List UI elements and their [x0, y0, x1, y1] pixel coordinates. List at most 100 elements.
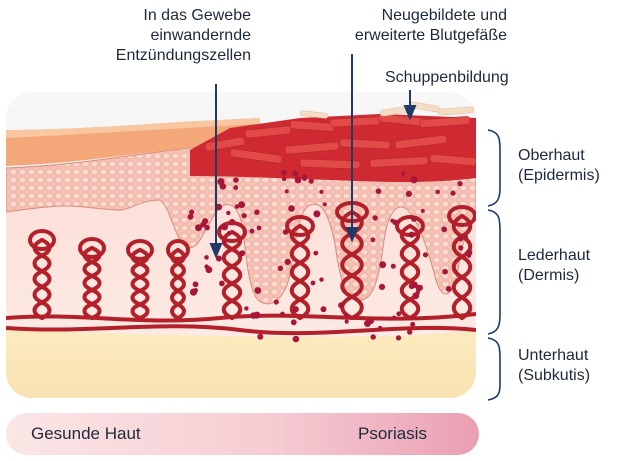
- inflammatory-cell: [188, 214, 194, 220]
- inflammatory-cell: [379, 261, 386, 268]
- label-dermis-line1: Lederhaut: [518, 246, 590, 266]
- label-immune-cells-line1: In das Gewebe: [116, 6, 251, 26]
- label-epidermis-line1: Oberhaut: [518, 146, 600, 166]
- transition-bar: Gesunde Haut Psoriasis: [6, 413, 479, 455]
- inflammatory-cell: [371, 334, 376, 339]
- inflammatory-cell: [281, 170, 287, 176]
- inflammatory-cell: [345, 320, 349, 324]
- inflammatory-cell: [401, 172, 405, 176]
- inflammatory-cell: [244, 306, 248, 310]
- inflammatory-cell: [292, 171, 298, 177]
- inflammatory-cell: [323, 202, 327, 206]
- inflammatory-cell: [368, 318, 374, 324]
- inflammatory-cell: [442, 269, 448, 275]
- inflammatory-cell: [204, 255, 209, 260]
- inflammatory-cell: [435, 190, 440, 195]
- inflammatory-cell: [373, 215, 378, 220]
- label-dermis-line2: (Dermis): [518, 266, 590, 286]
- inflammatory-cell: [321, 306, 327, 312]
- inflammatory-cell: [219, 281, 225, 287]
- inflammatory-cell: [254, 287, 261, 294]
- inflammatory-cell: [282, 177, 287, 182]
- inflammatory-cell: [410, 176, 417, 183]
- label-immune-cells-line2: einwandernde: [116, 26, 251, 46]
- inflammatory-cell: [189, 210, 194, 215]
- inflammatory-cell: [441, 226, 447, 232]
- inflammatory-cell: [193, 281, 199, 287]
- inflammatory-cell: [410, 322, 415, 327]
- inflammatory-cell: [278, 266, 283, 271]
- inflammatory-cell: [193, 288, 198, 293]
- inflammatory-cell: [421, 209, 425, 213]
- layer-brackets: [488, 130, 500, 400]
- inflammatory-cell: [254, 210, 259, 215]
- label-vessels: Neugebildete und erweiterte Blutgefäße: [355, 6, 507, 46]
- label-immune-cells-line3: Entzündungszellen: [116, 46, 251, 66]
- inflammatory-cell: [291, 319, 297, 325]
- inflammatory-cell: [392, 316, 396, 320]
- inflammatory-cell: [412, 292, 419, 299]
- inflammatory-cell: [238, 201, 245, 208]
- inflammatory-cell: [446, 286, 452, 292]
- inflammatory-cell: [411, 216, 417, 222]
- inflammatory-cell: [313, 210, 320, 217]
- inflammatory-cell: [409, 232, 415, 238]
- inflammatory-cell: [285, 259, 291, 265]
- inflammatory-cell: [407, 329, 412, 334]
- inflammatory-cell: [396, 335, 401, 340]
- label-immune-cells: In das Gewebe einwandernde Entzündungsze…: [116, 6, 251, 66]
- label-epidermis-line2: (Epidermis): [518, 166, 600, 186]
- inflammatory-cell: [406, 191, 412, 197]
- inflammatory-cell: [288, 205, 295, 212]
- inflammatory-cell: [458, 236, 463, 241]
- inflammatory-cell: [220, 183, 227, 190]
- inflammatory-cell: [295, 177, 302, 184]
- inflammatory-cell: [285, 189, 289, 193]
- inflammatory-cell: [467, 254, 471, 258]
- inflammatory-cell: [423, 252, 428, 257]
- label-scaling-text: Schuppenbildung: [385, 68, 509, 88]
- inflammatory-cell: [319, 277, 323, 281]
- label-subcutis: Unterhaut (Subkutis): [518, 346, 590, 386]
- inflammatory-cell: [458, 245, 463, 250]
- inflammatory-cell: [293, 336, 300, 343]
- label-scaling: Schuppenbildung: [385, 68, 509, 88]
- inflammatory-cell: [250, 229, 255, 234]
- inflammatory-cell: [233, 185, 238, 190]
- inflammatory-cell: [344, 313, 348, 317]
- inflammatory-cell: [226, 211, 230, 215]
- inflammatory-cell: [313, 251, 318, 256]
- bracket-epidermis: [488, 130, 500, 206]
- inflammatory-cell: [309, 179, 314, 184]
- inflammatory-cell: [292, 306, 298, 312]
- bar-label-psoriasis: Psoriasis: [358, 424, 427, 444]
- bracket-subcutis: [488, 338, 500, 400]
- inflammatory-cell: [396, 311, 401, 316]
- inflammatory-cell: [417, 285, 423, 291]
- inflammatory-cell: [202, 218, 208, 224]
- inflammatory-cell: [253, 312, 260, 319]
- bar-label-healthy: Gesunde Haut: [31, 424, 141, 444]
- label-dermis: Lederhaut (Dermis): [518, 246, 590, 286]
- label-subcutis-line2: (Subkutis): [518, 366, 590, 386]
- inflammatory-cell: [257, 226, 262, 231]
- inflammatory-cell: [219, 225, 224, 230]
- inflammatory-cell: [283, 229, 288, 234]
- inflammatory-cell: [311, 281, 316, 286]
- inflammatory-cell: [242, 213, 247, 218]
- inflammatory-cell: [206, 266, 213, 273]
- inflammatory-cell: [409, 283, 415, 289]
- inflammatory-cell: [233, 177, 239, 183]
- inflammatory-cell: [227, 231, 232, 236]
- inflammatory-cell: [391, 264, 396, 269]
- bracket-dermis: [488, 210, 500, 334]
- inflammatory-cell: [280, 312, 285, 317]
- inflammatory-cell: [376, 188, 382, 194]
- inflammatory-cell: [274, 299, 279, 304]
- inflammatory-cell: [222, 241, 226, 245]
- inflammatory-cell: [229, 219, 235, 225]
- label-subcutis-line1: Unterhaut: [518, 346, 590, 366]
- inflammatory-cell: [450, 191, 455, 196]
